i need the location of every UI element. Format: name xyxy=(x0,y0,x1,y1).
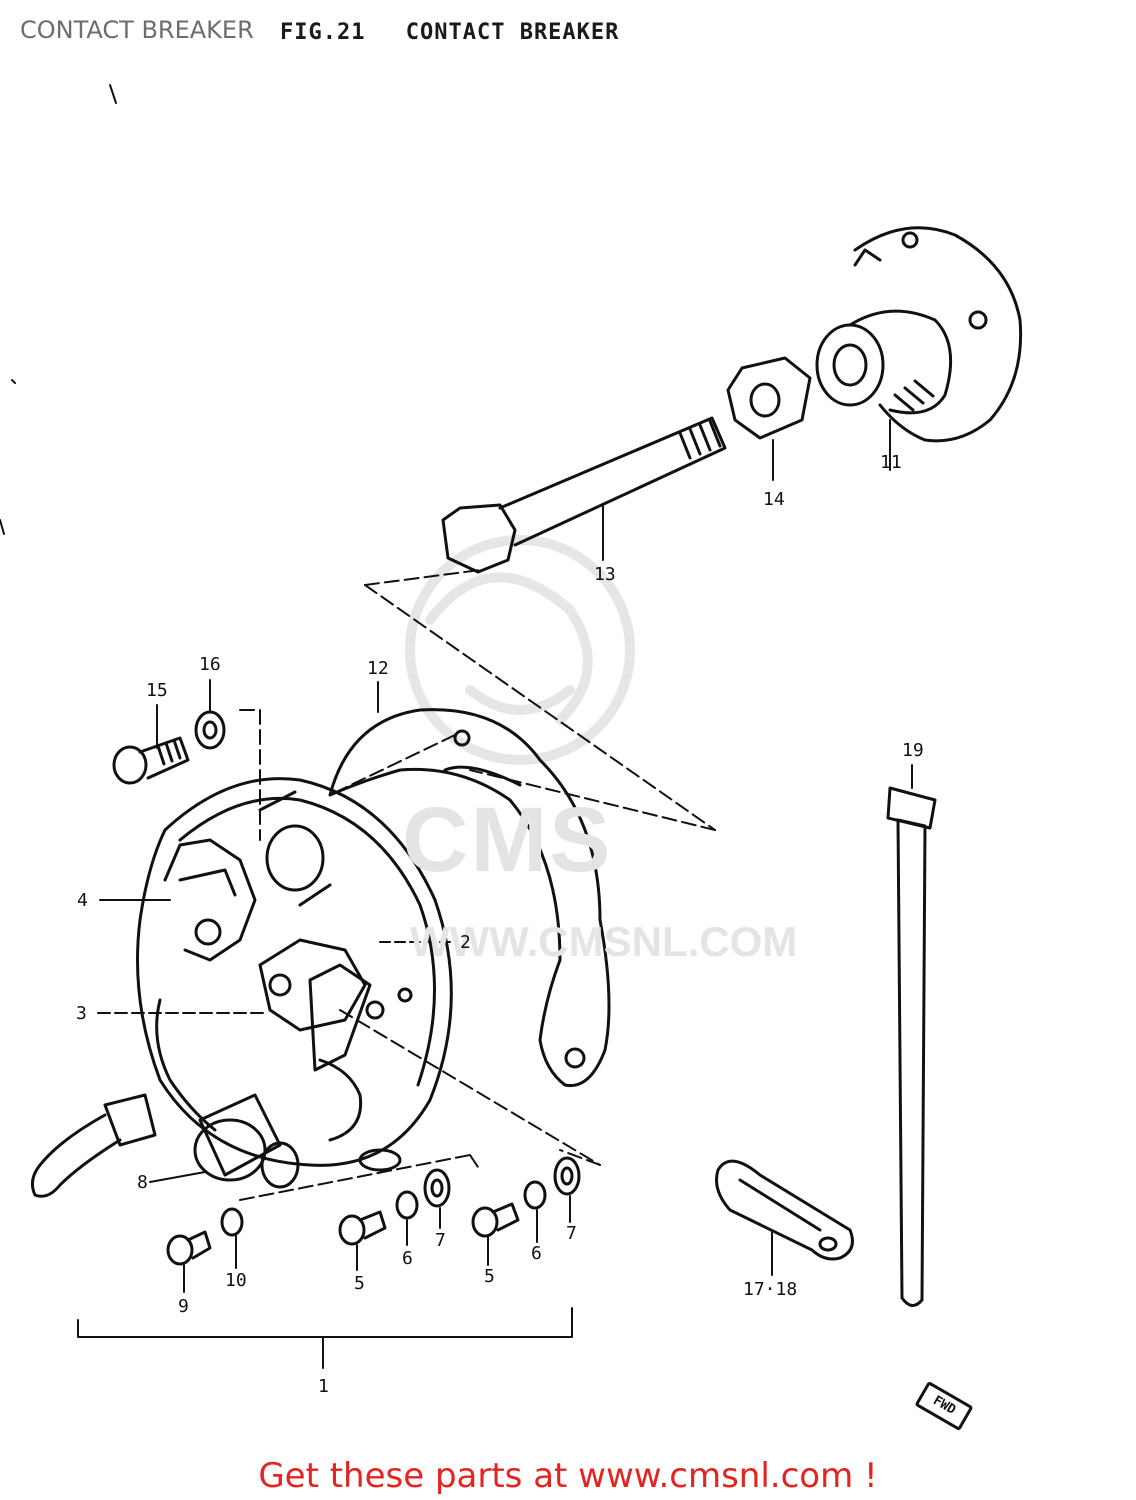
part-11-cam-housing xyxy=(815,226,1023,471)
group-bracket-1 xyxy=(77,1307,573,1369)
callout-10: 10 xyxy=(225,1270,247,1291)
callout-7a: 7 xyxy=(435,1230,446,1251)
part-17-18-clamp xyxy=(715,1159,854,1276)
callout-6a: 6 xyxy=(402,1248,413,1269)
figure-number: FIG.21 xyxy=(280,20,366,45)
callout-2: 2 xyxy=(460,932,471,953)
callout-8: 8 xyxy=(137,1172,148,1193)
part-4-contact-points xyxy=(99,838,257,962)
callout-4: 4 xyxy=(77,890,88,911)
callout-7b: 7 xyxy=(566,1223,577,1244)
part-3-breaker-assembly xyxy=(97,938,372,1142)
callout-16: 16 xyxy=(199,654,221,675)
small-fasteners xyxy=(166,1156,581,1293)
part-8-condenser xyxy=(30,1093,300,1198)
callout-14: 14 xyxy=(763,489,785,510)
part-13-bolt xyxy=(441,416,727,574)
watermark-logo xyxy=(405,535,635,765)
part-16-washer xyxy=(194,679,226,750)
callout-5b: 5 xyxy=(484,1266,495,1287)
callout-3: 3 xyxy=(76,1003,87,1024)
figure-caption: CONTACT BREAKER xyxy=(405,20,620,45)
callout-12: 12 xyxy=(367,658,389,679)
scan-specks xyxy=(0,84,117,535)
callout-6b: 6 xyxy=(531,1243,542,1264)
part-14-nut xyxy=(726,356,812,481)
callout-13: 13 xyxy=(594,564,616,585)
watermark-url: WWW.CMSNL.COM xyxy=(410,918,798,965)
callout-11: 11 xyxy=(880,452,902,473)
figure-title: FIG.21 CONTACT BREAKER xyxy=(280,20,619,45)
callout-17-18: 17·18 xyxy=(743,1279,798,1300)
assembly-guide-lines xyxy=(239,569,716,1201)
callout-9: 9 xyxy=(178,1296,189,1317)
callout-1: 1 xyxy=(318,1376,329,1397)
part-2-base-plate xyxy=(136,777,456,1172)
callout-15: 15 xyxy=(146,680,168,701)
footer-promo-link[interactable]: Get these parts at www.cmsnl.com ! xyxy=(258,1456,878,1496)
watermark-brand: CMS xyxy=(402,789,613,891)
callout-19: 19 xyxy=(902,740,924,761)
part-19-cable-tie xyxy=(886,764,937,1307)
callout-5a: 5 xyxy=(354,1273,365,1294)
part-12-cover-plate xyxy=(328,681,611,1088)
part-15-screw xyxy=(112,704,190,785)
page-title: CONTACT BREAKER xyxy=(20,16,254,44)
